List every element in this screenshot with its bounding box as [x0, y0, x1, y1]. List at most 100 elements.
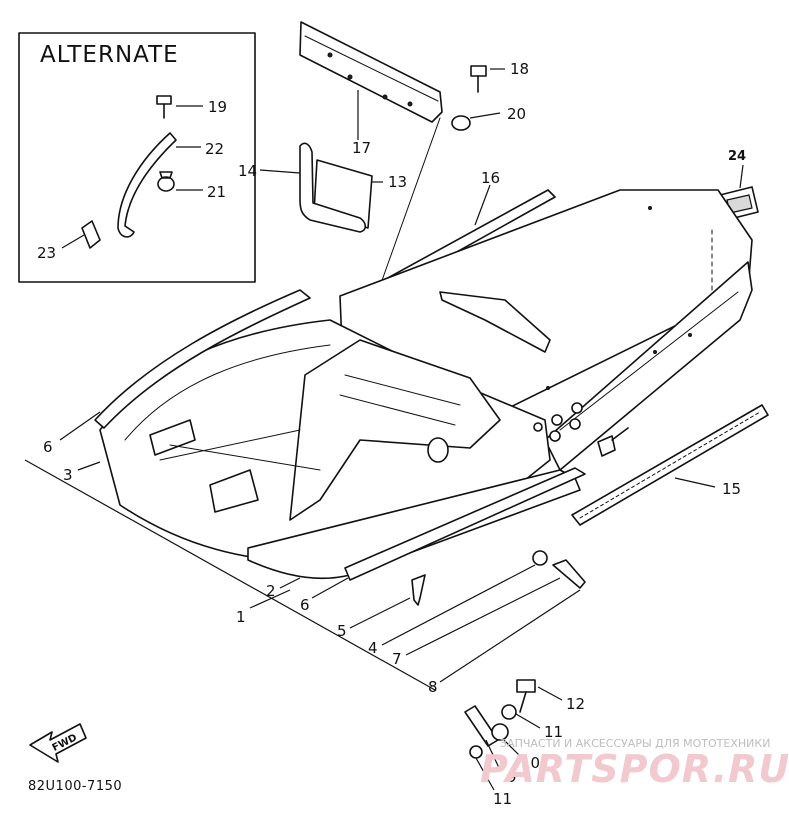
deck-rivet-3	[653, 350, 657, 354]
part-17-hole-4	[407, 101, 413, 107]
callout-11b: 11	[493, 790, 512, 808]
frame-mount-bracket	[439, 291, 551, 353]
callout-18: 18	[510, 60, 529, 78]
part-19-bolt-head	[156, 95, 172, 105]
part-11-washer-a	[501, 704, 517, 720]
part-18-bolt-head	[470, 65, 487, 77]
part-6-left-outline	[94, 289, 311, 429]
callout-23: 23	[37, 244, 56, 262]
frame-cross-tube-left	[149, 419, 196, 456]
part-20-nut	[451, 115, 471, 131]
leader-6a	[59, 411, 101, 441]
callout-4: 4	[368, 639, 378, 657]
part-21-grommet	[157, 176, 175, 192]
callout-1: 1	[236, 608, 246, 626]
side-fastener-pin	[611, 427, 629, 441]
part-17-hole-2	[347, 74, 353, 80]
left-leaders	[24, 411, 581, 691]
tunnel-line-1	[344, 374, 461, 406]
leader-7	[405, 577, 561, 656]
leader-6b	[311, 577, 349, 599]
frame-hole-3	[549, 430, 561, 442]
part-12-bolt-shank	[519, 691, 527, 713]
leader-4	[381, 564, 536, 646]
tunnel-line-2	[339, 394, 456, 426]
part-12-bolt-head	[516, 679, 536, 693]
part-17-inner-line	[304, 35, 439, 102]
deck-rivet-4	[546, 386, 550, 390]
leader-11b	[475, 757, 495, 791]
callout-10: 10	[521, 754, 540, 772]
alternate-box-border	[18, 32, 256, 283]
frame-hole-2	[551, 414, 563, 426]
callout-13: 13	[388, 173, 407, 191]
deck-rivet-2	[688, 333, 692, 337]
watermark-brand: PARTSPOR.RU	[480, 747, 789, 791]
callout-12: 12	[566, 695, 585, 713]
callout-2: 2	[266, 582, 276, 600]
callout-19: 19	[208, 98, 227, 116]
leader-24	[739, 164, 744, 189]
part-4-washer	[532, 550, 548, 566]
callout-20: 20	[507, 105, 526, 123]
frame-strut-1	[169, 444, 321, 471]
part-22-bracket	[117, 132, 177, 238]
callout-14: 14	[238, 162, 257, 180]
frame-center-tunnel	[289, 339, 501, 521]
leader-20	[469, 112, 501, 119]
part-17-hole-1	[327, 52, 333, 58]
watermark-caption: ЗАПЧАСТИ И АКСЕССУАРЫ ДЛЯ МОТОТЕХНИКИ	[500, 737, 770, 750]
part-1-main-frame	[99, 189, 753, 581]
lower-hardware	[464, 679, 563, 791]
frame-strut-2	[159, 429, 301, 461]
frame-front-bumper	[247, 469, 581, 580]
leader-23	[61, 234, 85, 249]
part-17-hole-3	[382, 94, 388, 100]
part-6-left-trim	[94, 289, 311, 429]
callout-11a: 11	[544, 723, 563, 741]
part-6-right-trim	[344, 467, 586, 581]
callout-15: 15	[722, 480, 741, 498]
part-7-bolt	[552, 559, 586, 589]
callout-21: 21	[207, 183, 226, 201]
forward-arrow-icon: FWD	[29, 723, 87, 763]
part-15-texture	[579, 411, 761, 519]
part-14-frame-rail	[299, 142, 367, 233]
alternate-inset: ALTERNATE	[18, 32, 256, 283]
frame-tub-inner-rim	[124, 344, 331, 441]
leader-10	[503, 739, 523, 759]
leader-5	[349, 597, 411, 629]
callout-17: 17	[352, 139, 371, 157]
callout-6b: 6	[300, 596, 310, 614]
frame-side-crease	[559, 291, 739, 431]
callout-22: 22	[205, 140, 224, 158]
leader-16	[474, 184, 491, 226]
leader-8	[439, 589, 581, 683]
part-21-grommet-top	[159, 171, 173, 179]
deck-rivet-1	[648, 206, 652, 210]
callout-24: 24	[728, 149, 746, 164]
leader-11a	[515, 713, 541, 729]
frame-hole-1	[571, 402, 583, 414]
part-24-label	[719, 164, 759, 221]
leader-9	[485, 739, 501, 771]
leader-15	[674, 477, 716, 488]
part-17-upper-guard	[299, 21, 443, 140]
frame-hole-5	[533, 422, 543, 432]
callout-3: 3	[63, 466, 73, 484]
leader-frame-base	[24, 459, 436, 691]
frame-round-hole	[427, 437, 449, 463]
leader-2	[279, 577, 301, 589]
part-5-rivet	[411, 574, 426, 606]
callout-6a: 6	[43, 438, 53, 456]
frame-hardware	[411, 427, 629, 606]
frame-cross-tube-front	[209, 469, 259, 513]
alternate-title: ALTERNATE	[40, 42, 179, 68]
callout-16: 16	[481, 169, 500, 187]
forward-arrow-shape	[29, 723, 87, 763]
diagram-code: 82U100-7150	[28, 779, 122, 794]
part-23-washer	[81, 220, 101, 249]
leader-12	[537, 686, 563, 701]
